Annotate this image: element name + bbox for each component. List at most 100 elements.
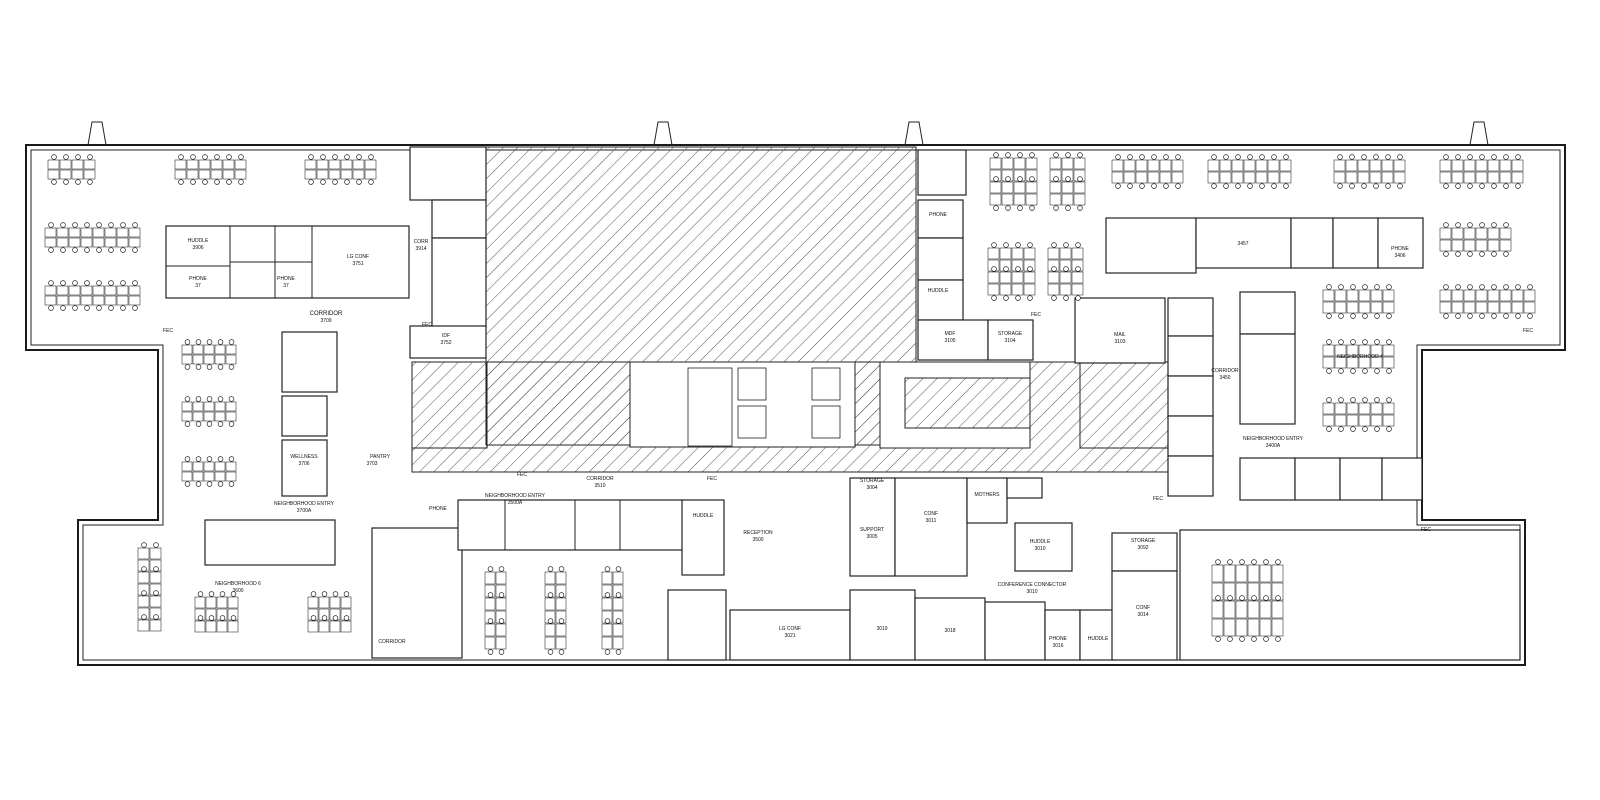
label-huddle-3010-num: 3010 [1034, 546, 1045, 552]
label-room-3019: 3019 [876, 626, 887, 632]
label-support-3005-num: 3005 [866, 534, 877, 540]
label-idf-3752-num: 3752 [440, 340, 451, 346]
building-core [411, 146, 1173, 473]
label-lg-conf-3751: LG CONF [347, 254, 369, 260]
workstation-cluster [304, 154, 377, 185]
label-neighborhood-6: NEIGHBORHOOD 6 [215, 581, 261, 587]
label-storage-3004-num: 3004 [866, 485, 877, 491]
label-huddle-3010: HUDDLE [1030, 539, 1051, 545]
workstation-cluster [1322, 397, 1395, 432]
label-corridor-3450-num: 3450 [1219, 375, 1230, 381]
label-huddle-3906-num: 3906 [192, 245, 203, 251]
label-neighborhood-6-num: 3600 [232, 588, 243, 594]
workstation-cluster [1207, 154, 1292, 189]
label-wellness: WELLNESS [290, 454, 318, 460]
label-corridor-3450: CORRIDOR [1211, 368, 1239, 374]
label-phone-north: PHONE [929, 212, 947, 218]
workstation-cluster [989, 152, 1038, 211]
label-conf-3011: CONF [924, 511, 938, 517]
label-mail-3103-num: 3103 [1114, 339, 1125, 345]
label-fec-3: FEC [517, 472, 527, 478]
workstation-cluster [44, 222, 141, 253]
workstation-cluster [484, 566, 507, 655]
label-corr-3914: CORR [414, 239, 429, 245]
label-storage-3004: STORAGE [860, 478, 885, 484]
label-mdf-3105-num: 3105 [944, 338, 955, 344]
workstation-cluster [1211, 559, 1284, 642]
label-huddle-south: HUDDLE [693, 513, 714, 519]
label-phone-3708: PHONE [189, 276, 207, 282]
label-huddle-3015: HUDDLE [1088, 636, 1109, 642]
workstation-clusters [44, 152, 1536, 655]
label-lg-conf-3021: LG CONF [779, 626, 801, 632]
label-conf-3011-num: 3011 [926, 518, 937, 524]
workstation-cluster [544, 566, 567, 655]
label-neighborhood-entry-3400a-num: 3400A [1266, 443, 1281, 449]
workstation-cluster [307, 591, 352, 633]
label-mothers: MOTHERS [975, 492, 1001, 498]
workstation-cluster [194, 591, 239, 633]
label-fec-4: FEC [707, 476, 717, 482]
workstation-cluster [181, 339, 237, 370]
label-neighborhood-entry-3700a: NEIGHBORHOOD ENTRY [274, 501, 335, 507]
label-neighborhood-entry-3400a: NEIGHBORHOOD ENTRY [1243, 436, 1304, 442]
workstation-cluster [1439, 284, 1536, 319]
label-conference-connector-num: 3010 [1026, 589, 1037, 595]
label-neighborhood-entry-3500a: NEIGHBORHOOD ENTRY [485, 493, 546, 499]
label-phone-3406: PHONE [1391, 246, 1409, 252]
label-storage-3104: STORAGE [998, 331, 1023, 337]
label-storage-3104-num: 3104 [1004, 338, 1015, 344]
label-lg-conf-3021-num: 3021 [784, 633, 795, 639]
workstation-cluster [181, 396, 237, 427]
workstation-cluster [601, 566, 624, 655]
room-labels: CORRIDOR 3709 HUDDLE 3906 PHONE 37 PHONE… [163, 212, 1533, 649]
label-corr-3914-num: 3914 [415, 246, 426, 252]
label-neighborhood-entry-3500a-num: 3500A [508, 500, 523, 506]
label-conf-3014-num: 3014 [1137, 612, 1148, 618]
label-corridor-3510: CORRIDOR [586, 476, 614, 482]
label-huddle-3906: HUDDLE [188, 238, 209, 244]
label-room-3018: 3018 [944, 628, 955, 634]
label-corridor-3510-num: 3510 [594, 483, 605, 489]
label-pantry: PANTRY [370, 454, 390, 460]
label-fec-6: FEC [1153, 496, 1163, 502]
label-room-3457: 3457 [1237, 241, 1248, 247]
label-pantry-num: 3703 [366, 461, 377, 467]
workstation-cluster [174, 154, 247, 185]
label-fec-7: FEC [1421, 527, 1431, 533]
workstation-cluster [1439, 222, 1512, 257]
workstation-cluster [1049, 152, 1086, 211]
label-idf-3752: IDF [442, 333, 450, 339]
label-fec-1: FEC [163, 328, 173, 334]
label-corridor-3709: CORRIDOR [310, 311, 343, 317]
label-fec-2: FEC [422, 322, 432, 328]
label-support-3005: SUPPORT [860, 527, 884, 533]
workstation-cluster [181, 456, 237, 487]
label-huddle-north: HUDDLE [928, 288, 949, 294]
workstation-cluster [47, 154, 96, 185]
label-reception-num: 3500 [752, 537, 763, 543]
label-phone-3406-num: 3406 [1394, 253, 1405, 259]
label-phone-3707-num: 37 [283, 283, 289, 289]
label-lg-conf-3751-num: 3751 [352, 261, 363, 267]
label-storage-3092: STORAGE [1131, 538, 1156, 544]
label-phone-3016: PHONE [1049, 636, 1067, 642]
label-fec-8: FEC [1523, 328, 1533, 334]
label-neighborhood-4: NEIGHBORHOOD 4 [1337, 354, 1383, 360]
label-corridor-west-bottom: CORRIDOR [378, 639, 406, 645]
label-mdf-3105: MDF [945, 331, 956, 337]
label-conf-3014: CONF [1136, 605, 1150, 611]
label-corridor-3709-num: 3709 [320, 318, 331, 324]
workstation-cluster [987, 242, 1036, 301]
label-fec-5: FEC [1031, 312, 1041, 318]
workstation-cluster [1047, 242, 1084, 301]
label-phone-3707: PHONE [277, 276, 295, 282]
label-wellness-num: 3706 [298, 461, 309, 467]
label-phone-3016-num: 3016 [1052, 643, 1063, 649]
workstation-cluster [137, 542, 162, 632]
label-neighborhood-entry-3700a-num: 3700A [297, 508, 312, 514]
room-walls [165, 146, 1521, 661]
workstation-cluster [1333, 154, 1406, 189]
label-reception: RECEPTION [743, 530, 773, 536]
